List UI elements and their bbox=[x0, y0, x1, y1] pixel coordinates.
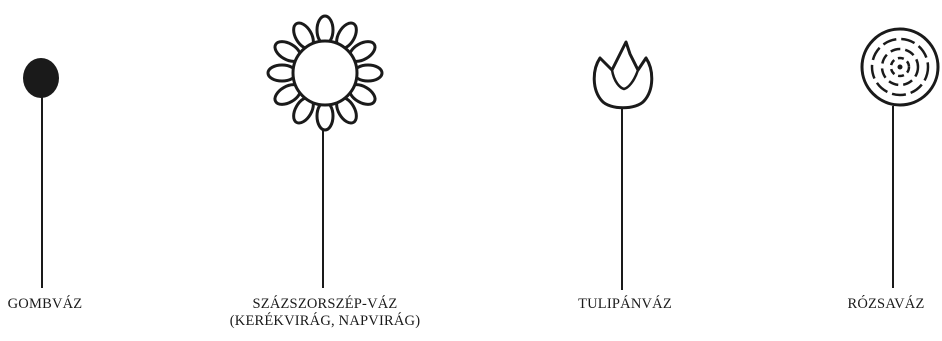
caption-line: SZÁZSZORSZÉP-VÁZ bbox=[220, 296, 430, 313]
gombvaz-knob bbox=[23, 58, 59, 98]
tulipanvaz-drawing bbox=[594, 42, 652, 290]
szazszorszep-drawing bbox=[268, 16, 382, 288]
tulipanvaz-caption: TULIPÁNVÁZ bbox=[560, 296, 690, 313]
daisy-center bbox=[293, 41, 357, 105]
gombvaz-caption: GOMBVÁZ bbox=[0, 296, 90, 313]
gombvaz-drawing bbox=[23, 58, 59, 288]
caption-line: GOMBVÁZ bbox=[0, 296, 90, 313]
rozsavaz-drawing bbox=[862, 29, 938, 288]
szazszorszep-caption: SZÁZSZORSZÉP-VÁZ (KERÉKVIRÁG, NAPVIRÁG) bbox=[220, 296, 430, 330]
caption-line: RÓZSAVÁZ bbox=[832, 296, 940, 313]
tulip-bloom bbox=[594, 42, 652, 108]
rozsavaz-caption: RÓZSAVÁZ bbox=[832, 296, 940, 313]
rose-center-dot bbox=[898, 65, 903, 70]
caption-line: (KERÉKVIRÁG, NAPVIRÁG) bbox=[220, 313, 430, 330]
caption-line: TULIPÁNVÁZ bbox=[560, 296, 690, 313]
